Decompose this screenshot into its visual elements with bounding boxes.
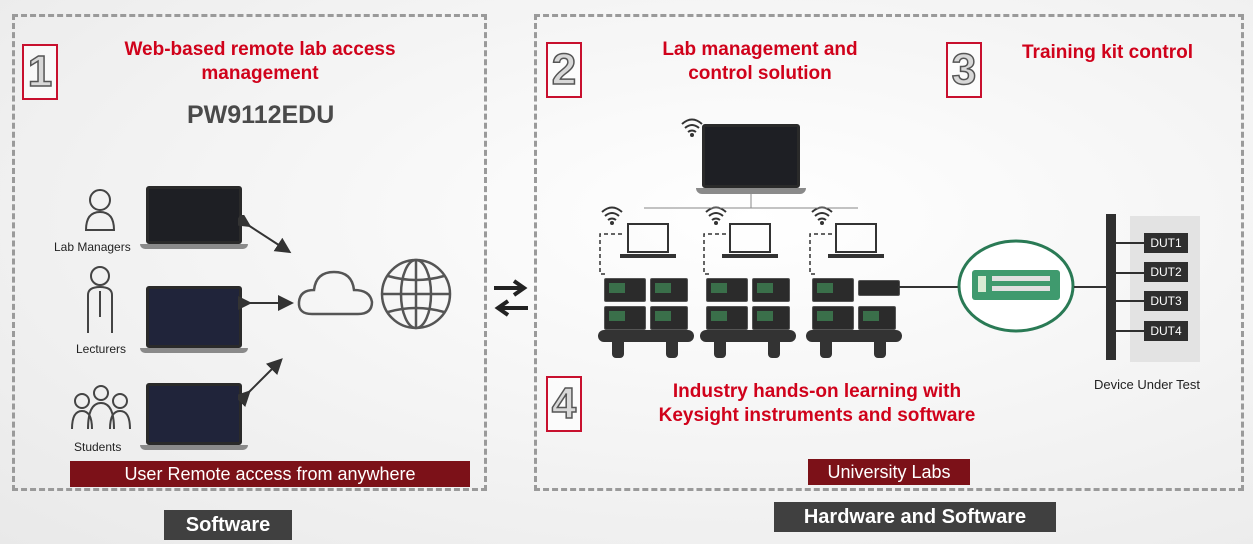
cloud-icon xyxy=(297,270,374,316)
laptop-base xyxy=(140,445,248,450)
university-labs-banner: University Labs xyxy=(808,459,970,485)
instrument xyxy=(650,278,688,302)
students-icon xyxy=(71,385,131,430)
exchange-arrows-icon xyxy=(494,279,528,317)
instrument xyxy=(752,306,790,330)
device-under-test-caption: Device Under Test xyxy=(1094,377,1200,392)
step-number-2: 2 xyxy=(546,42,582,98)
hands-on-learning-title-line1: Industry hands-on learning with xyxy=(672,381,962,402)
laptop-screen-student xyxy=(146,383,242,445)
lab-management-title-line1: Lab management and xyxy=(662,39,858,60)
lab-manager-icon xyxy=(84,189,116,231)
network-lines xyxy=(599,194,858,275)
cart-leg xyxy=(768,336,780,358)
software-label: Software xyxy=(164,510,292,540)
role-label-students: Students xyxy=(74,440,122,454)
cart-leg xyxy=(666,336,678,358)
station-laptop-icon xyxy=(722,223,778,258)
remote-access-banner: User Remote access from anywhere xyxy=(70,461,470,487)
dut-bus-bar xyxy=(1106,214,1116,360)
instrument xyxy=(706,306,748,330)
dut-4: DUT4 xyxy=(1144,321,1188,341)
role-label-lecturers: Lecturers xyxy=(76,342,127,356)
instrument xyxy=(752,278,790,302)
lab-management-title: Lab management and control solution xyxy=(610,38,910,86)
dut-3: DUT3 xyxy=(1144,291,1188,311)
training-kit-title: Training kit control xyxy=(1022,42,1194,63)
dut-1: DUT1 xyxy=(1144,233,1188,253)
laptop-screen-lecturer xyxy=(146,286,242,348)
dut-wire xyxy=(1116,242,1144,244)
product-name: PW9112EDU xyxy=(187,101,335,129)
globe-icon xyxy=(380,258,452,330)
step-number-1: 1 xyxy=(22,44,58,100)
cart-leg xyxy=(612,336,624,358)
laptop-base xyxy=(140,348,248,353)
hardware-software-panel xyxy=(534,14,1244,491)
instrument xyxy=(604,278,646,302)
dut-wire xyxy=(1116,300,1144,302)
wifi-icon xyxy=(681,118,703,137)
cart-leg xyxy=(714,336,726,358)
central-laptop-screen xyxy=(702,124,800,188)
remote-access-title-line2: management xyxy=(201,63,319,84)
hands-on-learning-title-line2: Keysight instruments and software xyxy=(658,405,976,426)
wifi-icon xyxy=(601,206,623,225)
software-panel xyxy=(12,14,487,491)
hands-on-learning-title: Industry hands-on learning with Keysight… xyxy=(612,380,1022,428)
dut-2: DUT2 xyxy=(1144,262,1188,282)
instrument xyxy=(812,306,854,330)
remote-access-title-line1: Web-based remote lab access xyxy=(124,39,396,60)
connection-arrows xyxy=(238,215,294,408)
step-number-3: 3 xyxy=(946,42,982,98)
step-number-4: 4 xyxy=(546,376,582,432)
dut-wire xyxy=(1116,330,1144,332)
remote-access-title: Web-based remote lab access management xyxy=(80,38,440,86)
dut-wire xyxy=(1116,272,1144,274)
instrument xyxy=(858,280,900,296)
role-label-lab-managers: Lab Managers xyxy=(54,240,131,254)
lecturer-icon xyxy=(87,266,113,333)
kit-connection-line xyxy=(898,286,960,288)
training-kit-board xyxy=(957,239,1075,333)
station-laptop-icon xyxy=(828,223,884,258)
central-laptop-base xyxy=(696,188,806,194)
instrument xyxy=(604,306,646,330)
instrument xyxy=(812,278,854,302)
lab-management-title-line2: control solution xyxy=(688,63,832,84)
hardware-software-label: Hardware and Software xyxy=(774,502,1056,532)
laptop-base xyxy=(140,244,248,249)
laptop-screen-manager xyxy=(146,186,242,244)
cart-leg xyxy=(820,336,832,358)
instrument xyxy=(706,278,748,302)
dut-connection-line xyxy=(1074,286,1110,288)
cart-leg xyxy=(874,336,886,358)
instrument xyxy=(858,306,896,330)
station-laptop-icon xyxy=(620,223,676,258)
instrument xyxy=(650,306,688,330)
